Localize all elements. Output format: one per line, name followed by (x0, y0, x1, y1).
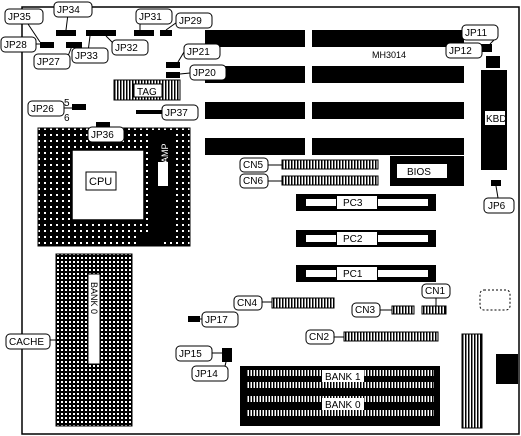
bank0-vertical-label: BANK 0 (89, 282, 99, 314)
cache-label: CACHE (9, 337, 44, 348)
bank0-label: BANK 0 (325, 400, 361, 411)
jp11-callout: JP11 (461, 24, 499, 41)
jp36-callout: JP36 (87, 126, 125, 143)
jp26-callout: JP26 (27, 100, 65, 117)
connector-cn4 (271, 297, 335, 309)
connector-cn5 (281, 159, 379, 170)
cn2-label: CN2 (309, 332, 329, 343)
keyboard-connector: KBD (481, 56, 507, 170)
pc1-label: PC1 (343, 269, 363, 280)
jp27-label: JP27 (37, 57, 60, 68)
cn3-label: CN3 (355, 305, 375, 316)
jp28-label: JP28 (4, 40, 27, 51)
jp14-label: JP14 (195, 369, 218, 380)
board-model: MH3014 (372, 50, 406, 60)
tag-chip: TAG (113, 79, 181, 101)
jp35-label: JP35 (8, 12, 31, 23)
jp14-callout: JP14 (191, 365, 229, 382)
jp26-pin5: 5 (64, 98, 70, 109)
jp33-callout: JP33 (71, 47, 109, 64)
jp12-label: JP12 (449, 46, 472, 57)
connector-cn3 (391, 305, 415, 315)
jp37-label: JP37 (165, 108, 188, 119)
jp15-callout: JP15 (175, 345, 213, 362)
bios-label: BIOS (407, 167, 431, 178)
connector-cn6 (281, 175, 379, 186)
jp17-label: JP17 (205, 315, 228, 326)
jp12-callout: JP12 (445, 42, 483, 59)
jp17-callout: JP17 (201, 311, 239, 328)
bios-chip: BIOS (390, 156, 464, 186)
cn6-callout: CN6 (239, 173, 269, 189)
jp32-callout: JP32 (111, 39, 149, 56)
simm-banks: BANK 1 BANK 0 (240, 366, 440, 426)
jp36-label: JP36 (91, 130, 114, 141)
jumper-pins (40, 30, 501, 362)
jp31-label: JP31 (139, 12, 162, 23)
jp20-callout: JP20 (189, 64, 227, 81)
jp28-callout: JP28 (0, 36, 37, 53)
cache-callout: CACHE (5, 333, 51, 350)
jp29-callout: JP29 (175, 12, 213, 29)
jp20-label: JP20 (193, 68, 216, 79)
cn4-callout: CN4 (233, 295, 263, 311)
kbd-label: KBD (486, 114, 507, 125)
jp31-callout: JP31 (135, 8, 173, 25)
jp6-callout: JP6 (483, 197, 515, 214)
cn4-label: CN4 (237, 298, 257, 309)
jp21-label: JP21 (187, 47, 210, 58)
callout-labels: JP35 JP34 JP31 JP29 JP28 JP27 JP33 JP32 (0, 1, 515, 382)
cn6-label: CN6 (243, 176, 263, 187)
pc3-label: PC3 (343, 198, 363, 209)
pci-slot-pc3: PC3 (296, 194, 436, 211)
cn5-label: CN5 (243, 160, 263, 171)
jp27-callout: JP27 (33, 53, 71, 70)
battery (479, 289, 511, 311)
jp6-label: JP6 (488, 201, 506, 212)
tag-label: TAG (137, 87, 157, 98)
pc2-label: PC2 (343, 234, 363, 245)
jp26-pin6: 6 (64, 113, 70, 124)
jp35-callout: JP35 (4, 8, 44, 25)
amp-label: AMP (160, 143, 170, 163)
cpu-label: CPU (89, 176, 112, 188)
bank1-label: BANK 1 (325, 372, 361, 383)
jp32-label: JP32 (115, 43, 138, 54)
jp37-callout: JP37 (161, 104, 199, 121)
expansion-slots (205, 30, 464, 155)
pci-slot-pc1: PC1 (296, 265, 436, 282)
cn5-callout: CN5 (239, 157, 269, 173)
pci-slot-pc2: PC2 (296, 230, 436, 247)
jp15-label: JP15 (179, 349, 202, 360)
connector-cn2 (343, 331, 439, 342)
cn1-callout: CN1 (421, 283, 451, 299)
jp29-label: JP29 (179, 16, 202, 27)
jp26-label: JP26 (31, 104, 54, 115)
jp33-label: JP33 (75, 51, 98, 62)
connector-cn1 (421, 305, 447, 315)
cache-sram-area: BANK 0 (55, 253, 133, 427)
cn3-callout: CN3 (351, 302, 381, 318)
jp34-label: JP34 (57, 5, 80, 16)
jp34-callout: JP34 (53, 1, 93, 18)
cn2-callout: CN2 (305, 329, 335, 345)
jp21-callout: JP21 (183, 43, 221, 60)
power-connector (461, 333, 518, 429)
jp11-label: JP11 (465, 28, 487, 39)
cn1-label: CN1 (425, 286, 445, 297)
cpu-socket: CPU AMP (37, 127, 191, 247)
